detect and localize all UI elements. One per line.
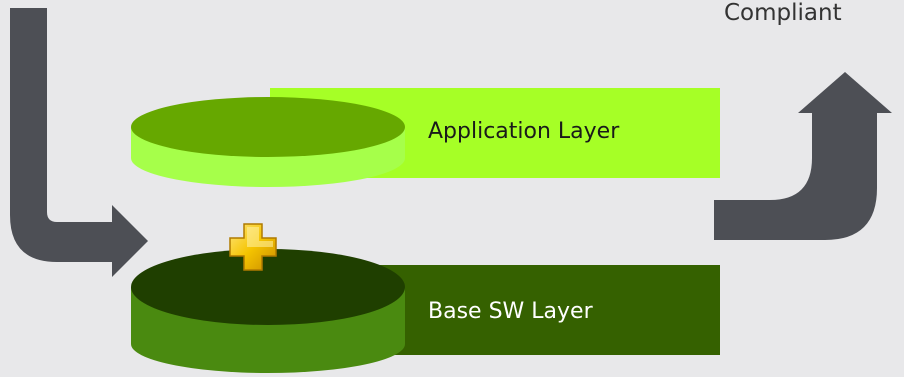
plus-icon [229, 223, 277, 271]
output-label: Compliant [724, 0, 842, 26]
base-layer-label: Base SW Layer [428, 299, 593, 324]
bent-arrow-in-icon [10, 8, 148, 277]
application-layer-label: Application Layer [428, 119, 620, 144]
application-cylinder-top [131, 97, 405, 157]
bent-arrow-up-icon [714, 72, 892, 240]
base-cylinder-top [131, 249, 405, 325]
